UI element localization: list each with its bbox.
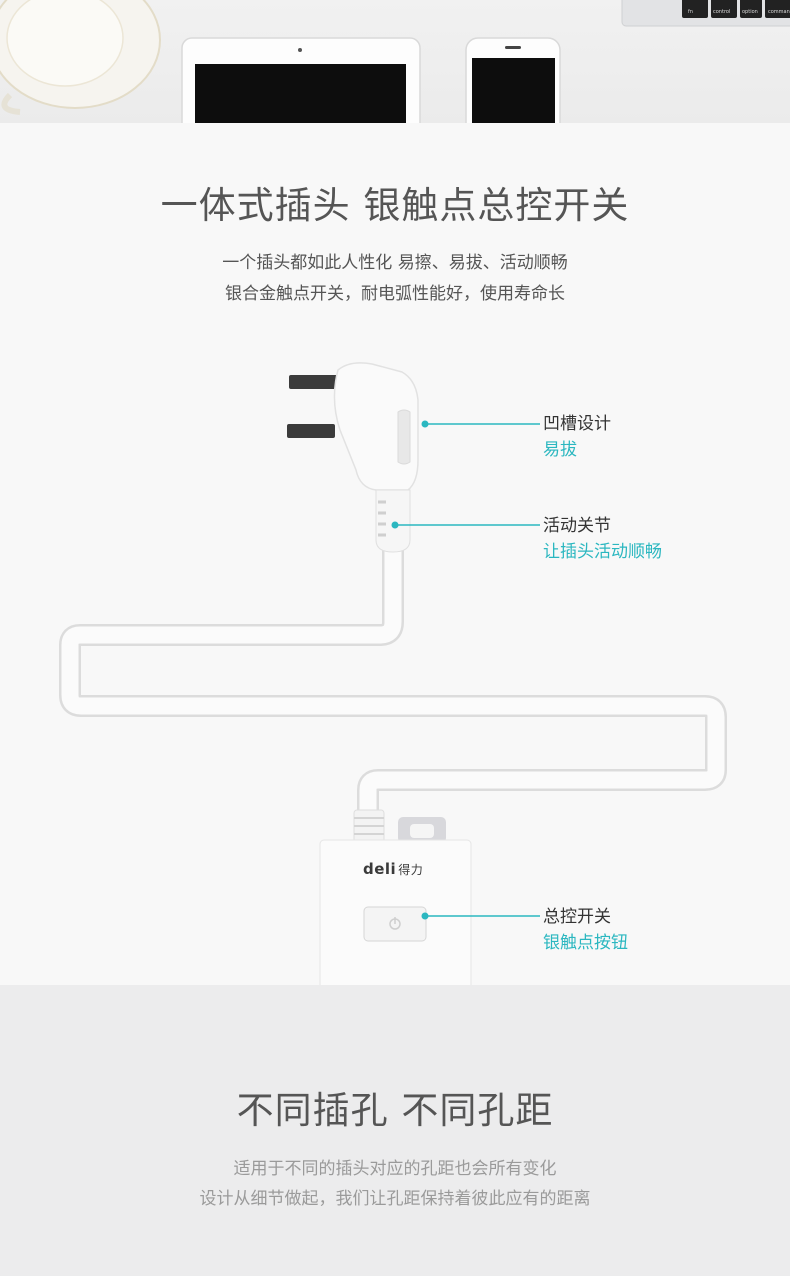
phone-screen [472, 58, 555, 123]
cup-handle [1, 92, 21, 115]
tablet-screen [195, 64, 406, 123]
plug-head [333, 362, 419, 491]
section-subtitle-line2: 银合金触点开关，耐电弧性能好，使用寿命长 [225, 284, 565, 304]
plug-groove [397, 409, 411, 465]
callout-switch-label: 总控开关 [543, 907, 611, 927]
section-title-socket: 不同插孔 不同孔距 [236, 1089, 554, 1132]
socket-spacing-section [0, 985, 790, 1276]
key-control-label: control [713, 9, 730, 15]
plug-joint [375, 489, 411, 553]
callout-groove-sub: 易拔 [543, 440, 577, 460]
desk-scene-illustration: fn control option command [0, 0, 790, 123]
callout-joint-label: 活动关节 [543, 516, 611, 536]
callout-joint-sub: 让插头活动顺畅 [543, 542, 662, 562]
strip-hang-hole [410, 824, 434, 838]
callout-groove-label: 凹槽设计 [543, 414, 611, 434]
section-subtitle-line1: 一个插头都如此人性化 易擦、易拔、活动顺畅 [222, 253, 568, 273]
key-option-label: option [742, 9, 758, 15]
key-fn-label: fn [688, 9, 693, 15]
section2-subtitle-line2: 设计从细节做起，我们让孔距保持着彼此应有的距离 [199, 1189, 591, 1209]
phone-speaker [505, 46, 521, 49]
hero-photo: fn control option command [0, 0, 790, 123]
plug-prong-bottom [287, 424, 335, 438]
key-command-label: command [768, 9, 790, 15]
key-fn [682, 0, 708, 18]
plug-prong-top [289, 375, 339, 389]
section-title-plug: 一体式插头 银触点总控开关 [160, 184, 630, 227]
tablet-camera [298, 48, 302, 52]
callout-switch-sub: 银触点按钮 [543, 933, 628, 953]
section2-subtitle-line1: 适用于不同的插头对应的孔距也会所有变化 [233, 1159, 557, 1179]
power-strip-illustration [59, 362, 727, 985]
cup [6, 0, 124, 87]
key-command [765, 0, 790, 18]
key-option [740, 0, 762, 18]
deli-logo-text: deli [363, 860, 397, 878]
deli-logo-cn: 得力 [398, 863, 424, 877]
key-control [711, 0, 737, 18]
power-cable [61, 550, 725, 820]
